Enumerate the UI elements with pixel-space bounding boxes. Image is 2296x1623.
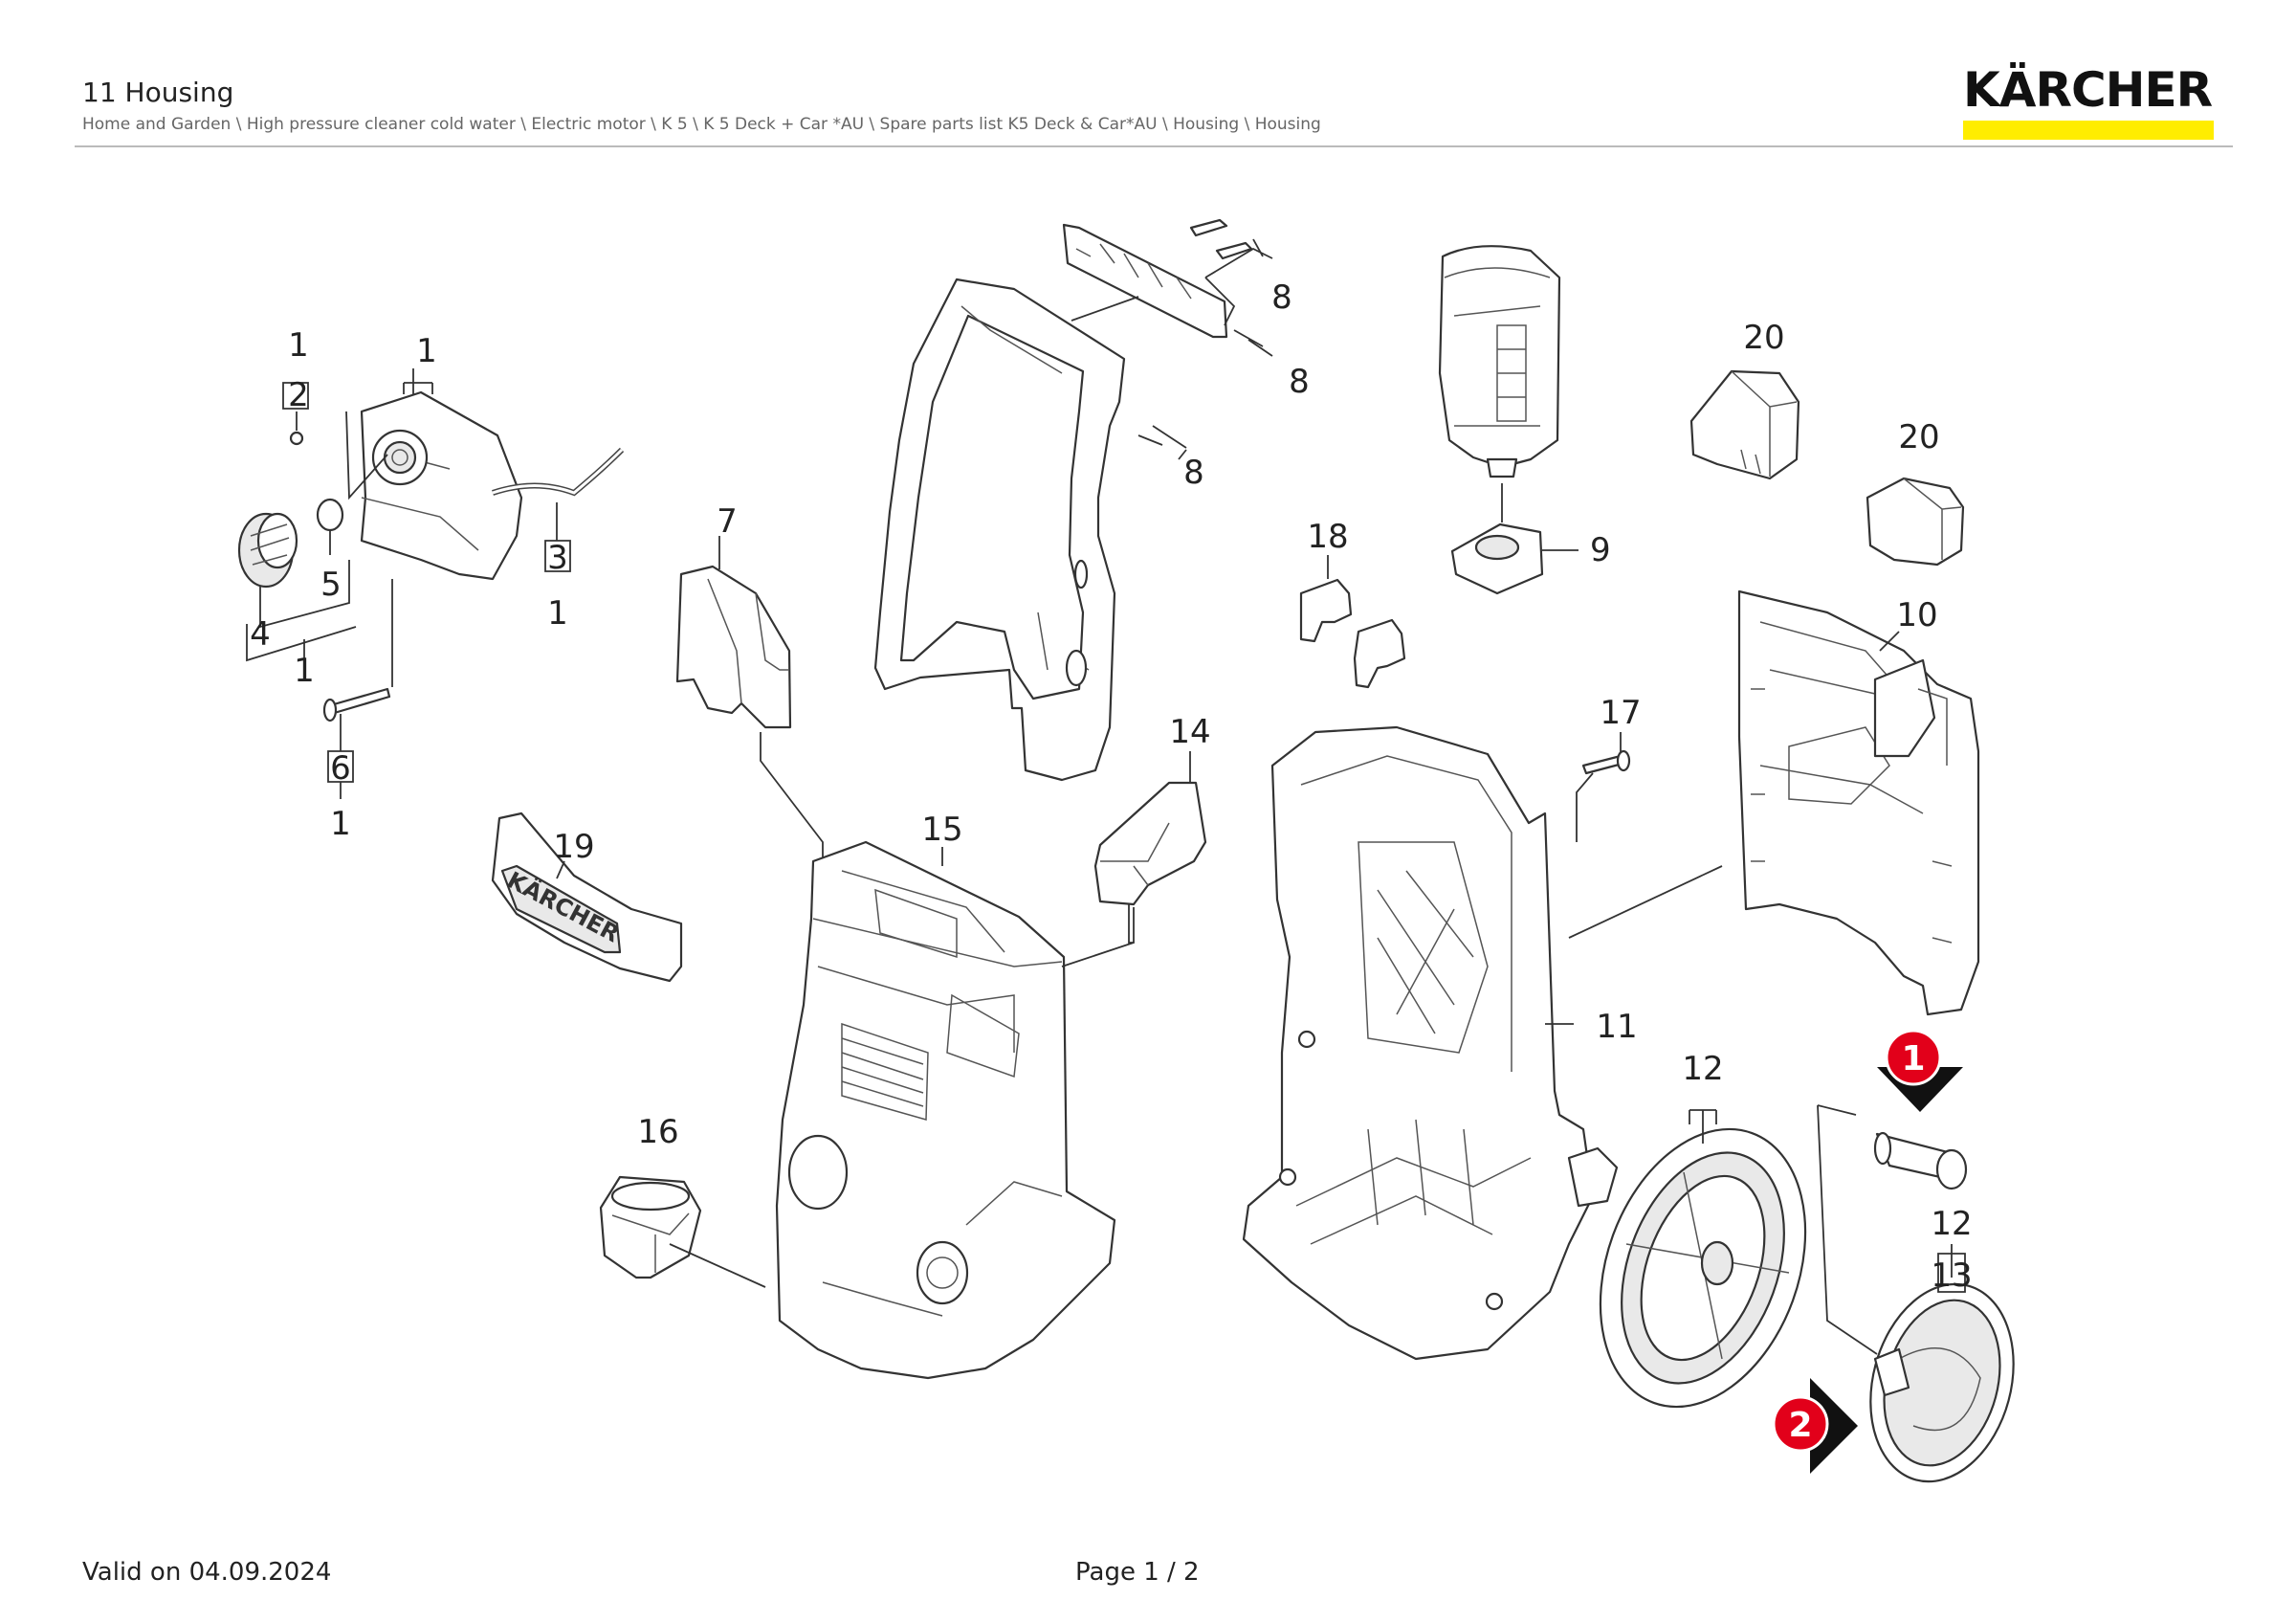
callout-16: 16 [637,1113,678,1151]
marker-1-label: 1 [1901,1039,1925,1078]
callout-1: 1 [330,805,351,843]
part-hose-holder [599,1175,702,1279]
callout-1: 1 [288,326,309,365]
part-screw [322,687,391,723]
marker-2-label: 2 [1788,1406,1812,1445]
callout-20: 20 [1743,319,1784,357]
part-axle-pin [1873,1131,1968,1190]
callout-8: 8 [1289,363,1310,401]
callout-7: 7 [717,502,738,541]
part-front-bumper: KÄRCHER [491,812,683,983]
part-handle-screws [1189,218,1253,260]
part-cap [237,512,298,589]
marker-2-circle [1772,1395,1829,1453]
callout-5: 5 [320,566,342,604]
part-side-cover [1737,589,1980,1016]
part-detergent-tank [1438,245,1561,478]
part-hood-piece [675,565,792,729]
logo-wordmark: KÄRCHER [1963,62,2213,118]
exploded-parts-diagram: 1 2 1 3 1 5 4 1 6 1 8 8 8 7 KÄRCHER 1 [237,218,2015,1483]
callout-1: 1 [547,594,568,633]
callout-10: 10 [1896,596,1937,634]
page-number: Page 1 / 2 [1075,1558,1200,1587]
callout-3: 3 [547,539,568,577]
breadcrumb: Home and Garden \ High pressure cleaner … [82,115,1321,134]
part-tank-seal [1450,522,1544,595]
callout-4: 4 [250,615,271,654]
callout-13: 13 [1931,1256,1972,1295]
part-cap-20-upper [1689,369,1800,480]
marker-1: 1 [1877,1029,1963,1112]
valid-date: Valid on 04.09.2024 [82,1558,332,1587]
callout-17: 17 [1600,694,1641,732]
callout-20: 20 [1898,418,1939,456]
callout-14: 14 [1169,713,1210,751]
callout-12: 12 [1682,1050,1723,1088]
part-screw-17 [1581,749,1631,775]
callout-11: 11 [1596,1008,1637,1046]
part-handle-grip-cover [1062,223,1228,339]
part-small-ring [289,431,304,446]
header-divider [75,145,2233,147]
callout-1: 1 [416,332,437,370]
callout-6: 6 [330,749,351,788]
callout-8: 8 [1271,278,1292,317]
part-cap-20-lower [1866,477,1965,567]
marker-2: 2 [1772,1378,1858,1474]
logo-yellow-bar [1963,121,2214,140]
callout-9: 9 [1590,531,1611,569]
part-wheel [1599,1127,1807,1409]
part-hubcap [1869,1282,2015,1483]
callout-2: 2 [288,376,309,414]
karcher-logo: KÄRCHER [1963,63,2216,140]
part-clip-cover [1093,781,1207,906]
part-rear-frame [1242,725,1619,1361]
callout-18: 18 [1307,518,1348,556]
part-hose-connector-housing [360,390,523,581]
callout-12: 12 [1931,1205,1972,1243]
callout-8: 8 [1183,454,1204,492]
marker-1-circle [1885,1029,1942,1086]
part-handle-frame [873,278,1126,782]
page-title: 11 Housing [82,77,234,108]
callout-15: 15 [921,811,962,849]
callout-1: 1 [294,652,315,690]
part-o-ring [316,498,344,532]
part-front-housing [775,840,1116,1380]
part-elbow-fittings [1299,578,1406,689]
callout-19: 19 [553,828,594,866]
